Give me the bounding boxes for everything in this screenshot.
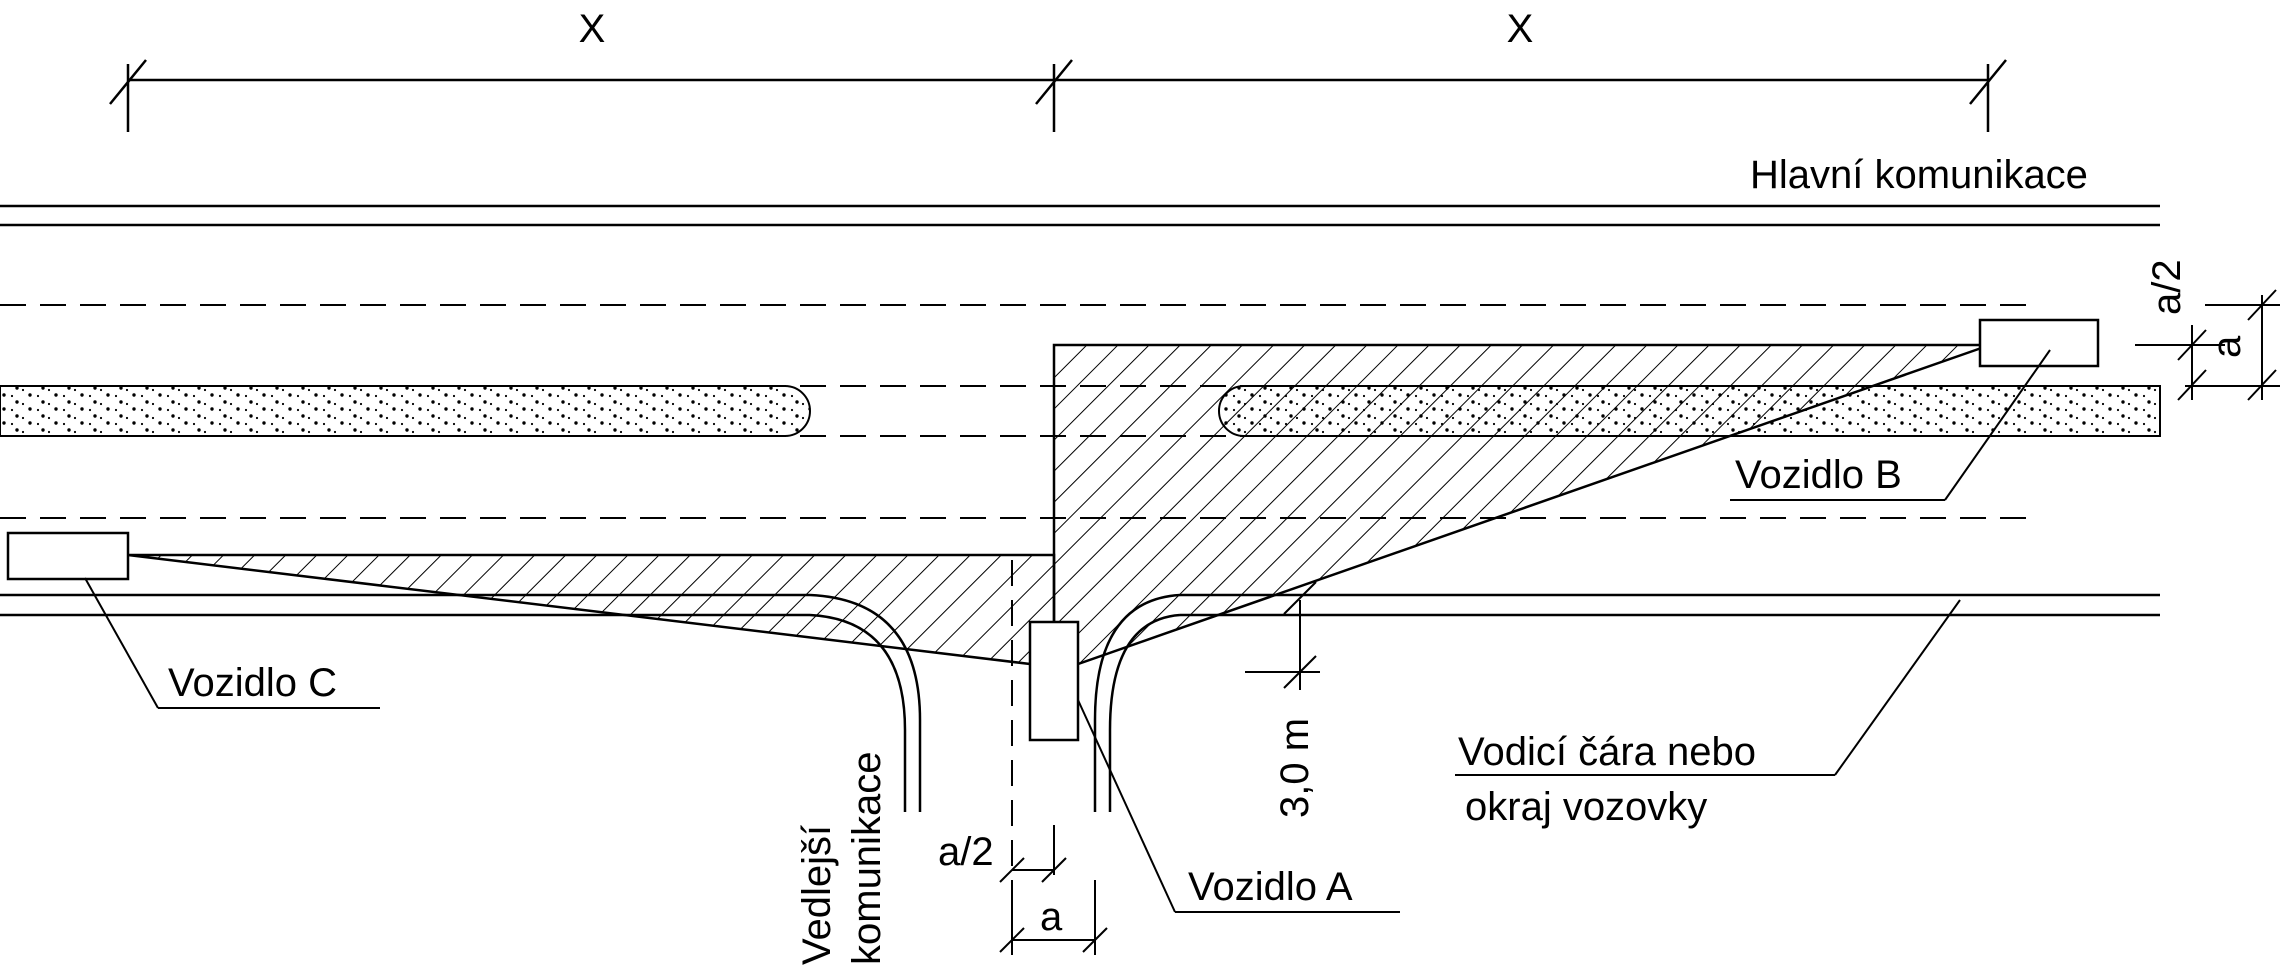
vehicle-b-rect bbox=[1978, 318, 2100, 368]
vehicle-a-rect bbox=[1028, 620, 1080, 742]
guide-line-label-2: okraj vozovky bbox=[1465, 785, 1707, 829]
side-road-label-1: Vedlejší bbox=[795, 825, 839, 965]
side-road: Vedlejší komunikace bbox=[795, 560, 1181, 965]
dimension-x-right: X bbox=[1507, 7, 1534, 51]
vehicle-a-label: Vozidlo A bbox=[1188, 865, 1353, 909]
vehicle-b-label: Vozidlo B bbox=[1735, 453, 1902, 497]
vehicle-c-label: Vozidlo C bbox=[168, 661, 337, 705]
top-dimension: X X bbox=[109, 7, 2007, 132]
three-meter-dimension: 3,0 m bbox=[1245, 581, 1320, 818]
vehicles bbox=[6, 318, 2100, 742]
guide-line-label-1: Vodicí čára nebo bbox=[1458, 730, 1756, 774]
bottom-dimensions: a/2 a bbox=[938, 825, 1108, 955]
bottom-a-label: a bbox=[1040, 895, 1063, 939]
vehicle-c-rect bbox=[6, 531, 130, 581]
main-road-label: Hlavní komunikace bbox=[1750, 153, 2088, 197]
bottom-a-over-2-label: a/2 bbox=[938, 830, 994, 874]
sight-triangle-left bbox=[127, 553, 1056, 666]
side-road-label-2: komunikace bbox=[845, 752, 889, 965]
dimension-x-left: X bbox=[579, 7, 606, 51]
three-meter-label: 3,0 m bbox=[1273, 718, 1317, 818]
right-a-label: a bbox=[2205, 335, 2249, 358]
vehicle-labels: Vozidlo C Vozidlo B Vozidlo A bbox=[84, 349, 2051, 913]
guide-line-label: Vodicí čára nebo okraj vozovky bbox=[1455, 599, 1961, 829]
right-a-over-2-label: a/2 bbox=[2145, 259, 2189, 315]
right-dimensions: a/2 a bbox=[2135, 259, 2280, 401]
